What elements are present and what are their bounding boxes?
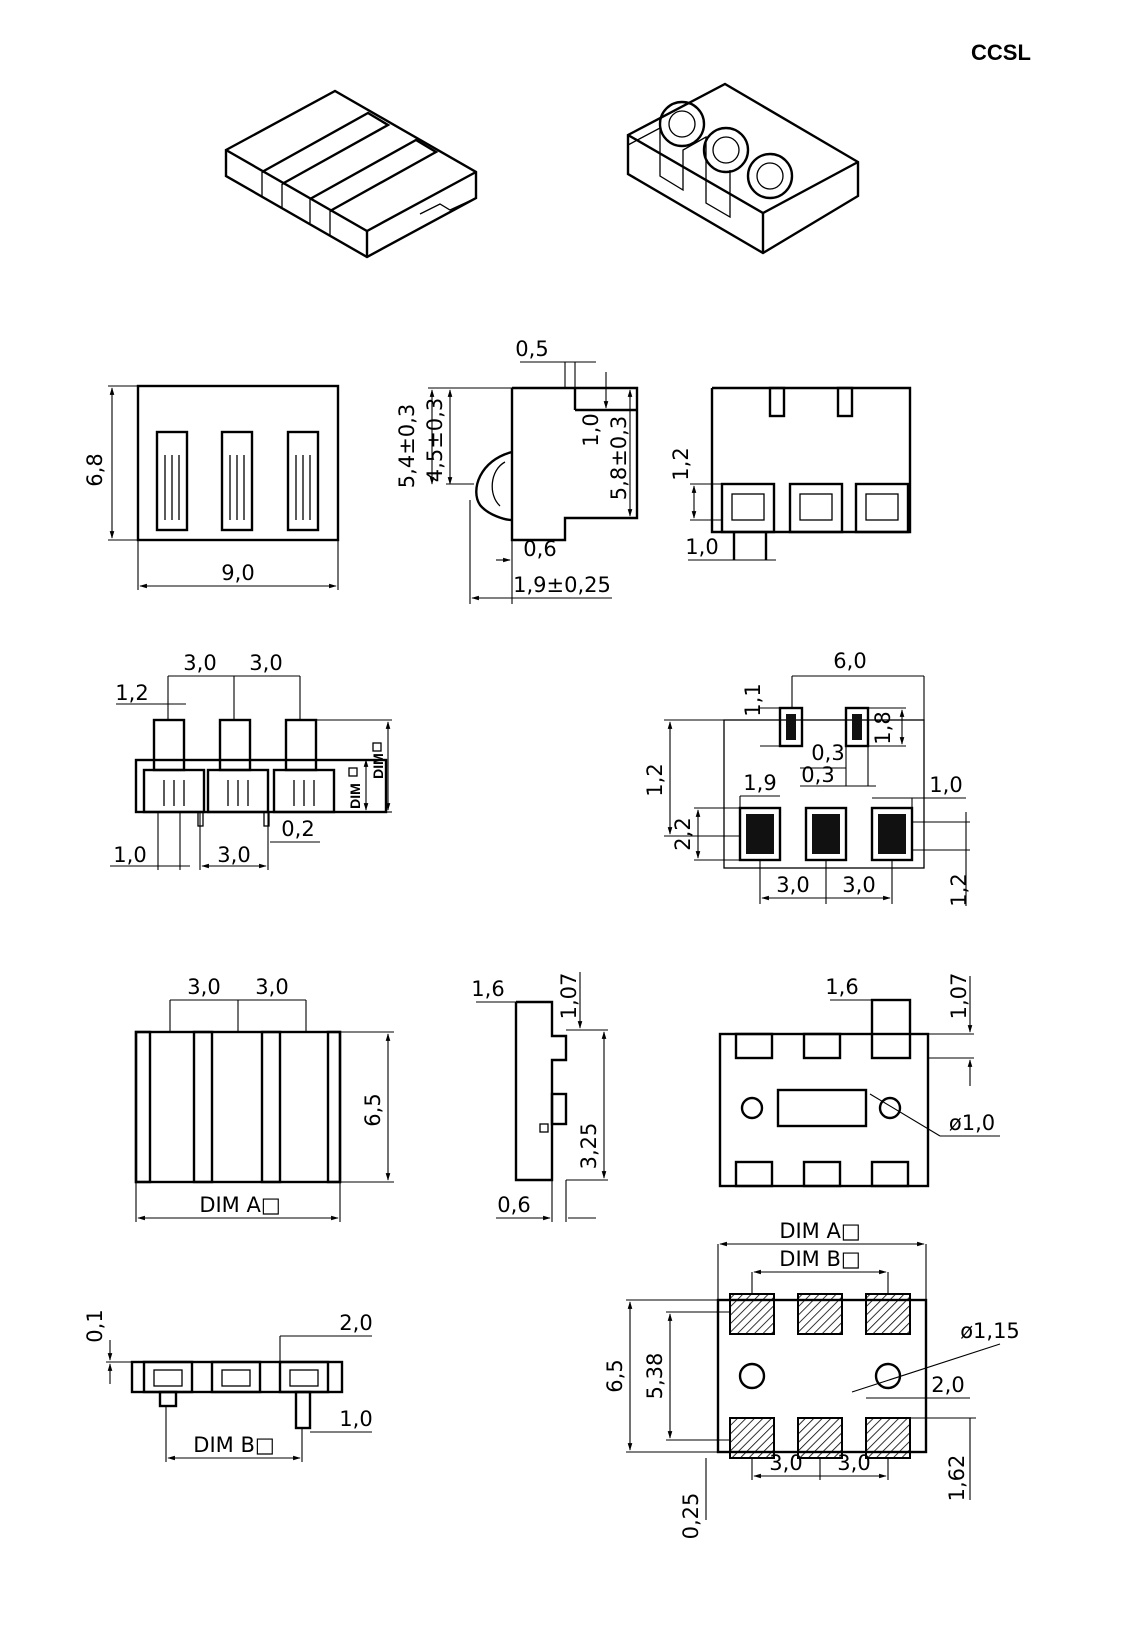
rear-w-label: 1,0 [685,535,718,559]
fp1-gap1-label: 0,3 [811,741,844,765]
top-dimA-label: DIM [370,753,386,779]
footprint-1 [664,675,970,906]
smd-top-height: 6,5 [361,1093,385,1126]
smd-front-w: 2,0 [339,1311,372,1335]
fp2-pitch1: 3,0 [769,1451,802,1475]
page-title: CCSL [971,40,1031,65]
smd-top-pitch2: 3,0 [255,975,288,999]
side-view [428,361,639,604]
fp1-righth-label: 1,2 [947,873,971,906]
smd-top-pitch1: 3,0 [187,975,220,999]
front-view [108,384,340,590]
fp2-inner: 5,38 [643,1353,667,1400]
fp1-pitch2-label: 3,0 [842,873,875,897]
top-tip-label: 1,2 [115,681,148,705]
top-pitch2-label: 3,0 [249,651,282,675]
rear-view [688,386,912,561]
smd-front-b: 1,0 [339,1407,372,1431]
side-h3-label: 1,0 [579,413,603,446]
fp1-lefth-label: 1,2 [643,763,667,796]
fp2-bot: 0,25 [679,1493,703,1540]
smd-side-top: 1,6 [471,977,504,1001]
smd-bottom-view [718,976,1000,1188]
side-bot2-label: 1,9±0,25 [513,573,611,597]
smd-front-dimB: DIM B□ [193,1433,274,1457]
side-bot1-label: 0,6 [523,537,556,561]
iso-view-open [626,82,860,255]
smd-front-view [106,1335,372,1462]
smd-front-t: 0,1 [83,1309,107,1342]
top-pitch1-label: 3,0 [183,651,216,675]
side-h1-label: 5,4±0,3 [395,404,419,488]
smd-bot-top: 1,6 [825,975,858,999]
top-botmid-label: 3,0 [217,843,250,867]
smd-top-view [134,999,394,1222]
side-top-label: 0,5 [515,337,548,361]
smd-side-bot: 0,6 [497,1193,530,1217]
footprint-2 [626,1241,1001,1520]
smd-side-top2: 1,07 [557,973,581,1020]
front-height-label: 6,8 [83,453,107,486]
smd-side-h: 3,25 [577,1123,601,1170]
fp2-dimA: DIM A□ [779,1219,860,1243]
top-view-contacts [110,675,392,870]
fp1-rightw-label: 1,0 [929,773,962,797]
iso-view-closed [224,89,478,259]
top-botright-label: 0,2 [281,817,314,841]
fp1-bigh-label: 2,2 [671,817,695,850]
fp1-pitch1-label: 3,0 [776,873,809,897]
fp1-padh2-label: 1,8 [871,711,895,744]
fp1-gap2-label: 0,3 [801,763,834,787]
fp2-dimB: DIM B□ [779,1247,860,1271]
side-h2-label: 4,5±0,3 [423,398,447,482]
fp2-w: 2,0 [931,1373,964,1397]
smd-bot-hole: ø1,0 [949,1111,995,1135]
fp1-padh-label: 1,1 [741,683,765,716]
smd-top-dimA: DIM A□ [199,1193,280,1217]
side-h4-label: 5,8±0,3 [607,416,631,500]
top-dimB-label: DIM [347,783,363,809]
fp2-pitch2: 3,0 [837,1451,870,1475]
fp2-right: 1,62 [945,1455,969,1502]
fp1-span-label: 6,0 [833,649,866,673]
smd-bot-top2: 1,07 [947,973,971,1020]
rear-h-label: 1,2 [669,447,693,480]
fp2-hole: ø1,15 [960,1319,1020,1343]
fp2-height: 6,5 [603,1359,627,1392]
fp1-bigw-label: 1,9 [743,771,776,795]
smd-side-view [476,972,608,1222]
top-botleft-label: 1,0 [113,843,146,867]
front-width-label: 9,0 [221,561,254,585]
